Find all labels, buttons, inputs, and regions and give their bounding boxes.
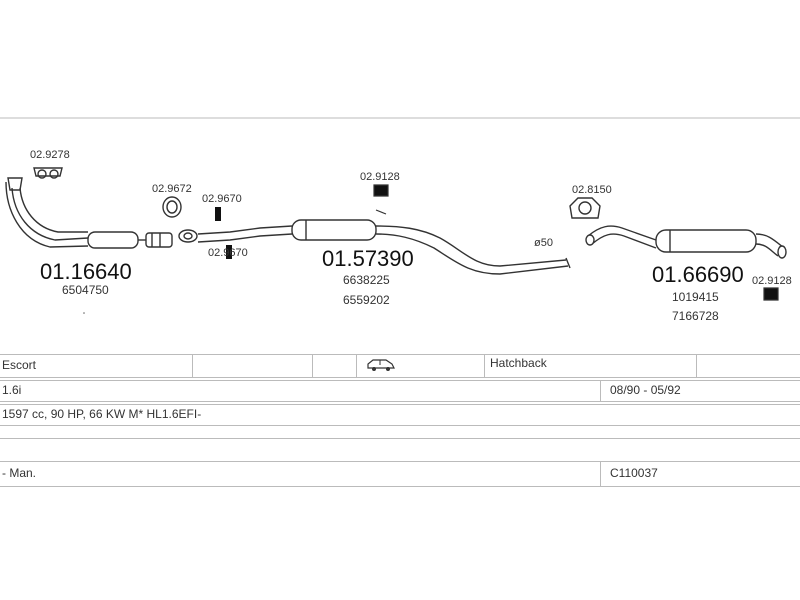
table-row: Escort Hatchback: [0, 354, 800, 376]
label-front-pipe: 01.16640: [40, 259, 132, 284]
table-line: [0, 380, 800, 381]
vehicle-model: Escort: [2, 358, 37, 372]
rubber-mount-lower-icon: [226, 245, 232, 259]
ring-seal-icon: [162, 196, 182, 218]
vehicle-code: C110037: [610, 466, 658, 480]
table-line: [0, 354, 800, 355]
hatchback-car-icon: [366, 356, 396, 378]
table-line: [0, 461, 800, 462]
label-ring-seal: 02.9672: [152, 183, 192, 195]
label-clamp: 02.9278: [30, 149, 70, 161]
label-center-oe-2: 6559202: [343, 293, 390, 307]
label-rear-mount-ring: 02.8150: [572, 184, 612, 196]
table-line: [0, 425, 800, 426]
vehicle-body-type: Hatchback: [490, 356, 547, 370]
label-front-pipe-oe: 6504750: [62, 283, 109, 297]
vehicle-transmission: - Man.: [2, 466, 37, 480]
table-vline: [356, 354, 357, 378]
clamp-icon: [33, 167, 63, 179]
vehicle-period: 08/90 - 05/92: [610, 383, 681, 397]
table-vline: [600, 380, 601, 402]
rear-mount-icon: [763, 287, 779, 301]
rear-mount-ring-icon: [569, 197, 601, 219]
table-line: [0, 438, 800, 439]
table-row: - Man. C110037: [0, 462, 800, 484]
label-rear-mount: 02.9128: [752, 275, 792, 287]
label-rubber-mount-upper: 02.9670: [202, 193, 242, 205]
label-rear-silencer: 01.66690: [652, 262, 744, 287]
label-rear-oe-1: 1019415: [672, 290, 719, 304]
rubber-mount-upper-icon: [215, 207, 221, 221]
table-vline: [696, 354, 697, 378]
label-rear-oe-2: 7166728: [672, 309, 719, 323]
table-row: 1597 cc, 90 HP, 66 KW M* HL1.6EFI-: [0, 403, 800, 425]
table-vline: [600, 461, 601, 486]
table-vline: [192, 354, 193, 378]
table-row: 1.6i 08/90 - 05/92: [0, 379, 800, 401]
table-vline: [484, 354, 485, 378]
table-line: [0, 486, 800, 487]
vehicle-specs: 1597 cc, 90 HP, 66 KW M* HL1.6EFI-: [2, 407, 202, 421]
label-rubber-mount-lower: 02.9670: [208, 247, 248, 259]
vehicle-engine: 1.6i: [2, 383, 22, 397]
table-vline: [312, 354, 313, 378]
dot-mark: [83, 312, 85, 314]
table-line: [0, 401, 800, 402]
label-center-oe-1: 6638225: [343, 273, 390, 287]
table-line: [0, 404, 800, 405]
middle-pipe-drawing: [178, 219, 571, 275]
label-center-silencer: 01.57390: [322, 246, 414, 271]
label-diameter: ø50: [534, 237, 553, 249]
front-pipe-drawing: [5, 177, 173, 249]
rear-pipe-drawing: [585, 225, 787, 259]
center-mount-icon: [373, 184, 389, 215]
table-line: [0, 377, 800, 378]
label-center-mount: 02.9128: [360, 171, 400, 183]
